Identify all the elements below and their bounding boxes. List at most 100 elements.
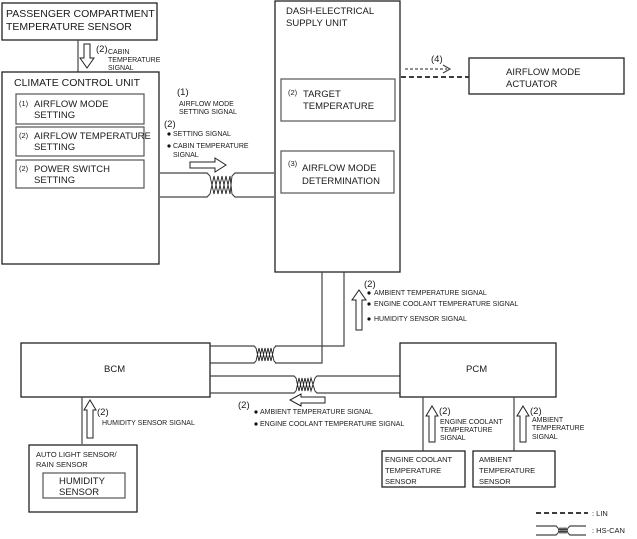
hs-can-line-ccu-dash: [160, 172, 274, 198]
wire: [275, 272, 345, 347]
svg-text:(2): (2): [164, 119, 176, 130]
svg-text:AMBIENT TEMPERATURE SIGNAL: AMBIENT TEMPERATURE SIGNAL: [260, 409, 373, 416]
ambient-signal-label: (2) AMBIENT TEMPERATURE SIGNAL: [530, 406, 585, 441]
svg-text:POWER SWITCH: POWER SWITCH: [34, 164, 110, 175]
svg-text:(2): (2): [238, 400, 250, 411]
signal-arrow-up-icon: [425, 405, 439, 443]
svg-text:CABIN TEMPERATURE: CABIN TEMPERATURE: [173, 143, 249, 150]
svg-text:AIRFLOW MODE: AIRFLOW MODE: [506, 67, 580, 78]
svg-text:: HS-CAN: : HS-CAN: [592, 526, 625, 535]
hs-can-line-bcm-dash: [210, 345, 277, 364]
ccu-to-dash-signal-label: (1) AIRFLOW MODE SETTING SIGNAL (2) SETT…: [164, 87, 249, 159]
svg-text:SIGNAL: SIGNAL: [108, 65, 134, 72]
svg-text:(2): (2): [439, 406, 451, 417]
svg-text:SIGNAL: SIGNAL: [173, 152, 199, 159]
svg-text:(2): (2): [97, 407, 109, 418]
svg-text:AMBIENT: AMBIENT: [479, 455, 513, 464]
label-line1: PASSENGER COMPARTMENT: [6, 8, 155, 20]
svg-text:ACTUATOR: ACTUATOR: [506, 79, 558, 90]
svg-text:TEMPERATURE: TEMPERATURE: [479, 466, 535, 475]
signal-arrow-up-icon: [83, 399, 97, 439]
climate-control-unit: CLIMATE CONTROL UNIT (1) AIRFLOW MODE SE…: [1, 71, 160, 265]
svg-text:SIGNAL: SIGNAL: [532, 434, 558, 441]
svg-text:HUMIDITY: HUMIDITY: [59, 476, 106, 487]
function-target-temperature: (2) TARGET TEMPERATURE: [280, 78, 396, 122]
bcm: BCM: [20, 342, 211, 398]
svg-text:(3): (3): [288, 159, 298, 168]
svg-text:(2): (2): [96, 44, 108, 55]
pcm-to-bcm-signal-label: (2) AMBIENT TEMPERATURE SIGNAL ENGINE CO…: [238, 400, 404, 428]
twisted-pair-icon: [557, 526, 569, 535]
svg-text:SENSOR: SENSOR: [385, 477, 417, 486]
twisted-pair-icon: [255, 347, 275, 362]
bullet-icon: [367, 291, 371, 295]
ambient-temperature-sensor: AMBIENT TEMPERATURE SENSOR: [472, 450, 556, 488]
svg-text:SETTING SIGNAL: SETTING SIGNAL: [179, 109, 237, 116]
svg-text:SENSOR: SENSOR: [479, 477, 511, 486]
svg-text:TEMPERATURE: TEMPERATURE: [108, 57, 161, 64]
legend: : LIN : HS-CAN: [536, 509, 625, 536]
airflow-mode-actuator: AIRFLOW MODE ACTUATOR: [468, 57, 625, 95]
svg-text:SENSOR: SENSOR: [59, 487, 99, 498]
svg-text:TEMPERATURE: TEMPERATURE: [303, 101, 374, 112]
svg-text:RAIN SENSOR: RAIN SENSOR: [36, 460, 88, 469]
actuator-signal-num: (4): [431, 54, 443, 65]
svg-text:SIGNAL: SIGNAL: [440, 435, 466, 442]
hs-can-line-bcm-pcm: [210, 375, 400, 394]
svg-text:AIRFLOW MODE: AIRFLOW MODE: [179, 101, 234, 108]
svg-text:ENGINE COOLANT: ENGINE COOLANT: [385, 455, 453, 464]
signal-arrow-left-icon: [288, 393, 326, 407]
svg-text:(2): (2): [19, 164, 29, 173]
svg-text:(1): (1): [19, 99, 29, 108]
legend-item-hs-can: : HS-CAN: [536, 525, 625, 536]
bullet-icon: [167, 144, 171, 148]
dash-electrical-supply-unit: DASH-ELECTRICAL SUPPLY UNIT (2) TARGET T…: [274, 0, 401, 273]
bcm-to-dash-signal-label: (2) AMBIENT TEMPERATURE SIGNAL ENGINE CO…: [364, 279, 518, 323]
function-power-switch-setting: (2) POWER SWITCH SETTING: [15, 159, 145, 189]
svg-text:(2): (2): [364, 279, 376, 290]
function-airflow-mode-determination: (3) AIRFLOW MODE DETERMINATION: [280, 150, 395, 194]
twisted-pair-icon: [209, 175, 233, 195]
signal-arrow-up-icon: [516, 405, 530, 443]
legend-item-lin: : LIN: [536, 509, 608, 518]
function-airflow-temperature-setting: (2) AIRFLOW TEMPERATURE SETTING: [15, 126, 151, 157]
svg-text:(2): (2): [288, 88, 298, 97]
svg-text:TEMPERATURE: TEMPERATURE: [440, 427, 493, 434]
pcm: PCM: [399, 342, 557, 398]
function-airflow-mode-setting: (1) AIRFLOW MODE SETTING: [15, 93, 145, 125]
auto-light-rain-sensor: AUTO LIGHT SENSOR/ RAIN SENSOR HUMIDITY …: [28, 444, 138, 513]
bullet-icon: [367, 302, 371, 306]
engine-coolant-temperature-sensor: ENGINE COOLANT TEMPERATURE SENSOR: [381, 450, 466, 488]
svg-text:HUMIDITY SENSOR SIGNAL: HUMIDITY SENSOR SIGNAL: [102, 420, 195, 427]
svg-text:(2): (2): [530, 406, 542, 417]
svg-text:AMBIENT: AMBIENT: [532, 417, 564, 424]
svg-text:TEMPERATURE: TEMPERATURE: [385, 466, 441, 475]
bullet-icon: [167, 132, 171, 136]
svg-text:CABIN: CABIN: [108, 49, 129, 56]
humidity-sensor: HUMIDITY SENSOR: [42, 472, 126, 499]
twisted-pair-icon: [295, 376, 316, 393]
signal-arrow-up-icon: [351, 289, 367, 331]
svg-text:TARGET: TARGET: [303, 89, 341, 100]
svg-text:PCM: PCM: [466, 364, 487, 375]
svg-text:(2): (2): [19, 131, 29, 140]
passenger-compartment-temperature-sensor: PASSENGER COMPARTMENT TEMPERATURE SENSOR: [1, 2, 158, 41]
label-line2: TEMPERATURE SENSOR: [6, 21, 132, 33]
bullet-icon: [367, 317, 371, 321]
bullet-icon: [254, 422, 258, 426]
svg-text:SETTING: SETTING: [34, 142, 75, 153]
signal-arrow-down-icon: [79, 43, 95, 69]
engine-coolant-signal-label: (2) ENGINE COOLANT TEMPERATURE SIGNAL: [439, 406, 503, 442]
dashed-arrow-head-icon: [442, 64, 452, 74]
svg-text:DETERMINATION: DETERMINATION: [302, 176, 380, 187]
svg-text:AUTO LIGHT SENSOR/: AUTO LIGHT SENSOR/: [36, 450, 117, 459]
svg-text:AIRFLOW MODE: AIRFLOW MODE: [34, 99, 108, 110]
svg-text:ENGINE COOLANT TEMPERATURE SIG: ENGINE COOLANT TEMPERATURE SIGNAL: [374, 301, 518, 308]
svg-text:TEMPERATURE: TEMPERATURE: [532, 425, 585, 432]
bullet-icon: [254, 410, 258, 414]
svg-text:DASH-ELECTRICAL: DASH-ELECTRICAL: [286, 6, 374, 17]
svg-text:SUPPLY UNIT: SUPPLY UNIT: [286, 18, 348, 29]
svg-text:SETTING SIGNAL: SETTING SIGNAL: [173, 131, 231, 138]
svg-text:ENGINE COOLANT: ENGINE COOLANT: [440, 419, 503, 426]
